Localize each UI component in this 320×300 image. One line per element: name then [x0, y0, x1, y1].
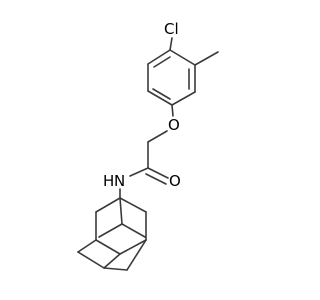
- atom-label-chlorine: Cl: [164, 20, 179, 38]
- cage-bond-9: [95, 239, 121, 255]
- molecule-diagram: Cl O O N H: [77, 20, 219, 271]
- bond-carbonyl-double-1: [147, 167, 169, 179]
- cage-bond-1: [95, 197, 121, 213]
- bond-ring-chlorine: [169, 37, 173, 51]
- ring-bond-6: [147, 49, 171, 65]
- cage-bond-7: [121, 223, 146, 238]
- benzene-ring: [147, 49, 196, 106]
- atom-label-ether-oxygen: O: [168, 116, 180, 134]
- ring-bond-4: [147, 90, 173, 106]
- bond-ring-ether-oxygen: [171, 104, 174, 117]
- ring-bond-1: [169, 49, 196, 66]
- atom-label-amide-hydrogen: H: [103, 172, 114, 190]
- cage-bond-12: [103, 253, 121, 269]
- cage-bond-6: [98, 223, 123, 238]
- bond-ring-methyl: [194, 51, 219, 66]
- structure-canvas: Cl O O N H: [77, 20, 219, 271]
- ring-double-bond-inner-2: [152, 88, 171, 100]
- cage-bond-11: [77, 251, 105, 269]
- ring-double-bond-inner-3: [153, 56, 171, 68]
- cage-bond-13: [103, 267, 128, 271]
- cage-bond-14: [126, 239, 147, 271]
- bond-carbonyl-double-2: [145, 173, 167, 185]
- cage-bond-8: [77, 239, 97, 253]
- cage-bond-2: [119, 197, 147, 213]
- atom-label-amide-nitrogen: N: [114, 172, 125, 190]
- bond-oxygen-ch2: [147, 130, 168, 143]
- bond-carbonyl-nitrogen: [129, 167, 149, 177]
- ring-bond-3: [171, 91, 196, 106]
- adamantane-cage: [77, 197, 147, 271]
- cage-bond-3: [119, 197, 123, 225]
- atom-label-carbonyl-oxygen: O: [169, 172, 181, 190]
- cage-bond-10: [119, 239, 147, 255]
